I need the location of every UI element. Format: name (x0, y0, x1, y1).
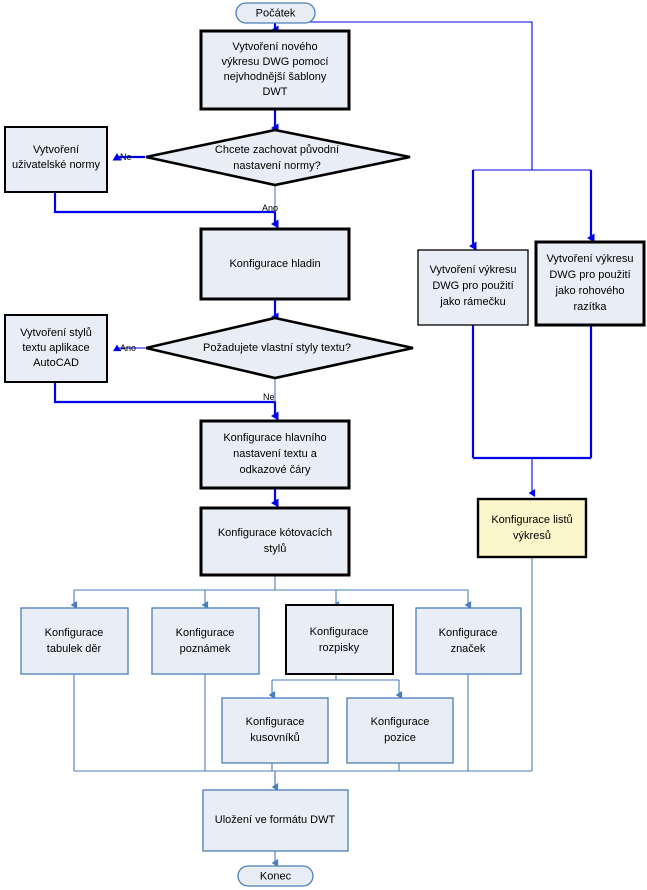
connector-start-to-right-branch (275, 21, 533, 170)
node-create-dwg-line1: Vytvoření nového (232, 41, 317, 53)
node-layers-line1: Konfigurace hladin (229, 258, 320, 270)
node-titleblock-line2: rozpisky (319, 642, 360, 654)
node-stamp-dwg-line4: razítka (573, 301, 607, 313)
node-hole-tables-line1: Konfigurace (45, 627, 104, 639)
node-create-dwg-line4: DWT (262, 86, 287, 98)
node-stamp-dwg-line2: DWG pro použití (549, 269, 630, 281)
node-decision-text[interactable]: Požadujete vlastní styly textu? (145, 316, 414, 380)
node-main-text-line3: odkazové čáry (240, 464, 311, 476)
node-titleblock[interactable]: Konfigurace rozpisky (285, 604, 394, 675)
node-end[interactable]: Konec (237, 865, 314, 887)
node-frame-dwg-line2: DWG pro použití (432, 280, 513, 292)
node-dim-styles-line2: stylů (264, 543, 287, 555)
node-stamp-dwg-line3: jako rohového (554, 285, 624, 297)
edge-label-text-no: Ne (263, 392, 275, 402)
node-notes[interactable]: Konfigurace poznámek (151, 607, 260, 675)
node-balloons-line2: pozice (384, 732, 416, 744)
node-user-norms-line1: Vytvoření (33, 144, 79, 156)
node-stamp-dwg-line1: Vytvoření výkresu (546, 253, 633, 265)
node-text-styles-line1: Vytvoření stylů (20, 327, 92, 339)
node-create-dwg[interactable]: Vytvoření nového výkresu DWG pomocí nejv… (199, 29, 351, 111)
edge-label-text-yes: Ano (120, 343, 136, 353)
node-create-dwg-line3: nejvhodnější šablony (224, 71, 327, 83)
node-sheets-line2: výkresů (513, 530, 551, 542)
node-decision-norm-line2: nastavení normy? (233, 160, 320, 172)
node-main-text-line2: nastavení textu a (233, 448, 318, 460)
node-sheets[interactable]: Konfigurace listů výkresů (476, 497, 588, 559)
node-dim-styles-line1: Konfigurace kótovacích (218, 527, 332, 539)
node-user-norms[interactable]: Vytvoření uživatelské normy (4, 126, 108, 193)
node-text-styles-line2: textu aplikace (22, 342, 89, 354)
node-decision-norm[interactable]: Chcete zachovat původní nastavení normy? (145, 128, 411, 187)
node-create-dwg-line2: výkresu DWG pomocí (222, 56, 329, 68)
connector-merge-bar-to-save (73, 557, 533, 787)
node-save-line1: Uložení ve formátu DWT (215, 814, 336, 826)
node-layers[interactable]: Konfigurace hladin (199, 227, 351, 301)
node-start-label: Počátek (256, 7, 296, 19)
node-start[interactable]: Počátek (235, 2, 316, 24)
edge-label-norm-no: Ne (120, 152, 132, 162)
connector-text-styles-rejoin (53, 381, 279, 421)
node-symbols-line1: Konfigurace (439, 627, 498, 639)
node-frame-dwg-line1: Vytvoření výkresu (429, 264, 516, 276)
connector-user-norms-rejoin (53, 192, 279, 229)
node-end-label: Konec (260, 870, 292, 882)
node-decision-text-line1: Požadujete vlastní styly textu? (203, 342, 351, 354)
node-symbols-line2: značek (451, 643, 486, 655)
node-user-norms-line2: uživatelské normy (12, 159, 101, 171)
node-dim-styles[interactable]: Konfigurace kótovacích stylů (199, 506, 351, 577)
node-symbols[interactable]: Konfigurace značek (415, 607, 522, 675)
node-titleblock-line1: Konfigurace (310, 626, 369, 638)
node-bom-line2: kusovníků (250, 732, 300, 744)
node-stamp-dwg[interactable]: Vytvoření výkresu DWG pro použití jako r… (534, 240, 646, 327)
node-balloons[interactable]: Konfigurace pozice (346, 697, 454, 764)
node-balloons-line1: Konfigurace (371, 716, 430, 728)
node-text-styles-line3: AutoCAD (33, 357, 79, 369)
node-sheets-line1: Konfigurace listů (491, 514, 572, 526)
node-frame-dwg[interactable]: Vytvoření výkresu DWG pro použití jako r… (417, 249, 529, 326)
node-decision-norm-line1: Chcete zachovat původní (215, 144, 339, 156)
edge-label-norm-yes: Ano (262, 203, 278, 213)
node-bom-line1: Konfigurace (246, 716, 305, 728)
node-hole-tables-line2: tabulek děr (47, 643, 102, 655)
node-hole-tables[interactable]: Konfigurace tabulek děr (20, 607, 129, 675)
node-bom[interactable]: Konfigurace kusovníků (221, 697, 329, 764)
node-notes-line1: Konfigurace (176, 627, 235, 639)
connector-dim-styles-fanout-bar (74, 576, 468, 591)
node-text-styles[interactable]: Vytvoření stylů textu aplikace AutoCAD (4, 314, 108, 383)
node-main-text[interactable]: Konfigurace hlavního nastavení textu a o… (199, 419, 351, 490)
node-save[interactable]: Uložení ve formátu DWT (202, 789, 349, 852)
node-main-text-line1: Konfigurace hlavního (223, 432, 326, 444)
node-frame-dwg-line3: jako rámečku (439, 296, 505, 308)
node-notes-line2: poznámek (180, 643, 231, 655)
